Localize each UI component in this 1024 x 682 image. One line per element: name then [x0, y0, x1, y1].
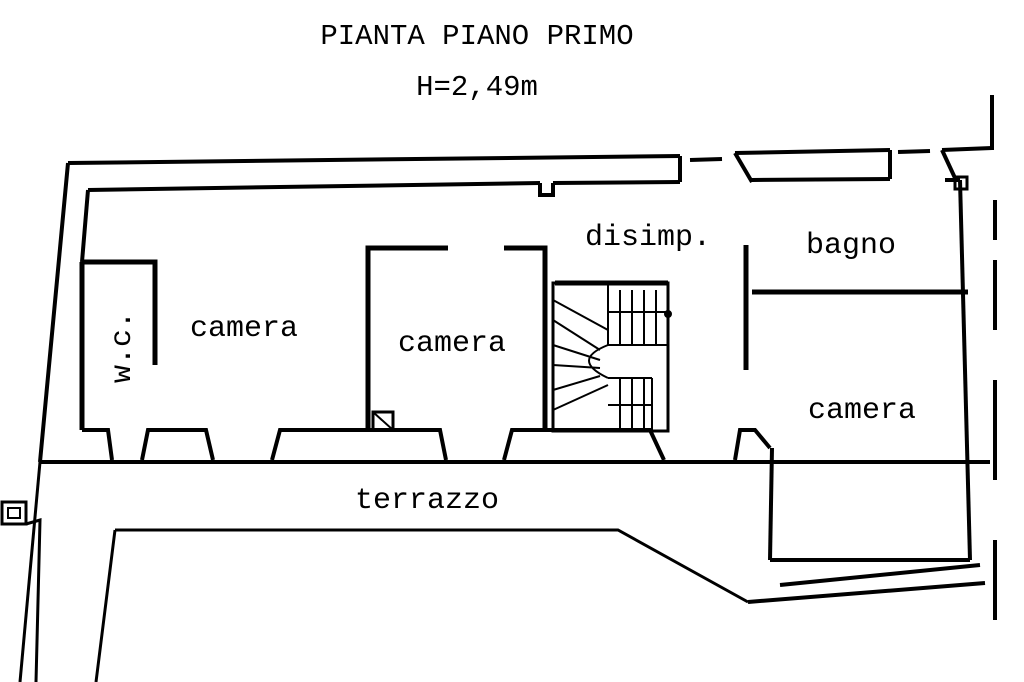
- plan-title: PIANTA PIANO PRIMO: [320, 20, 633, 53]
- room-label-terrazzo: terrazzo: [355, 484, 499, 518]
- room-label-camera-middle: camera: [398, 327, 506, 361]
- outer-walls: [38, 95, 994, 604]
- staircase: [551, 281, 672, 433]
- plan-height: H=2,49m: [416, 71, 538, 104]
- terrace-outline: [0, 461, 749, 682]
- room-label-wc: w.c.: [106, 311, 140, 383]
- room-label-bagno: bagno: [806, 229, 896, 263]
- room-label-camera-right: camera: [808, 394, 916, 428]
- room-label-camera-left: camera: [190, 312, 298, 346]
- terrace-facade: [40, 175, 990, 464]
- room-label-disimp: disimp.: [585, 221, 711, 255]
